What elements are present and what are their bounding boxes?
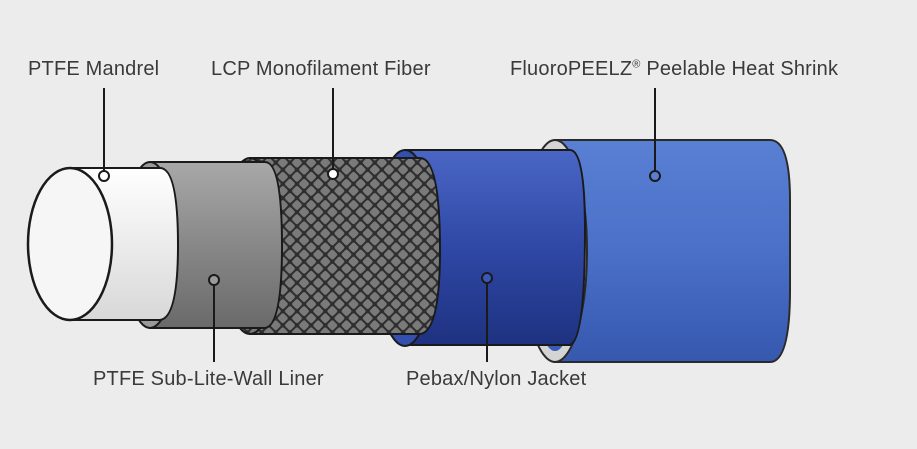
label-fiber: LCP Monofilament Fiber bbox=[211, 58, 431, 80]
leader-mandrel bbox=[98, 88, 110, 182]
label-liner: PTFE Sub-Lite-Wall Liner bbox=[93, 368, 324, 390]
leader-fiber bbox=[327, 88, 339, 180]
leader-liner bbox=[208, 274, 220, 362]
label-shrink: FluoroPEELZ® Peelable Heat Shrink bbox=[510, 58, 838, 81]
leader-shrink bbox=[649, 88, 661, 182]
label-shrink-mark: ® bbox=[632, 58, 641, 71]
label-shrink-rest: Peelable Heat Shrink bbox=[640, 58, 839, 80]
label-jacket: Pebax/Nylon Jacket bbox=[406, 368, 587, 390]
label-shrink-brand: FluoroPEELZ bbox=[510, 58, 633, 80]
label-mandrel: PTFE Mandrel bbox=[28, 58, 160, 80]
mandrel-layer bbox=[26, 166, 180, 322]
leader-jacket bbox=[481, 272, 493, 362]
